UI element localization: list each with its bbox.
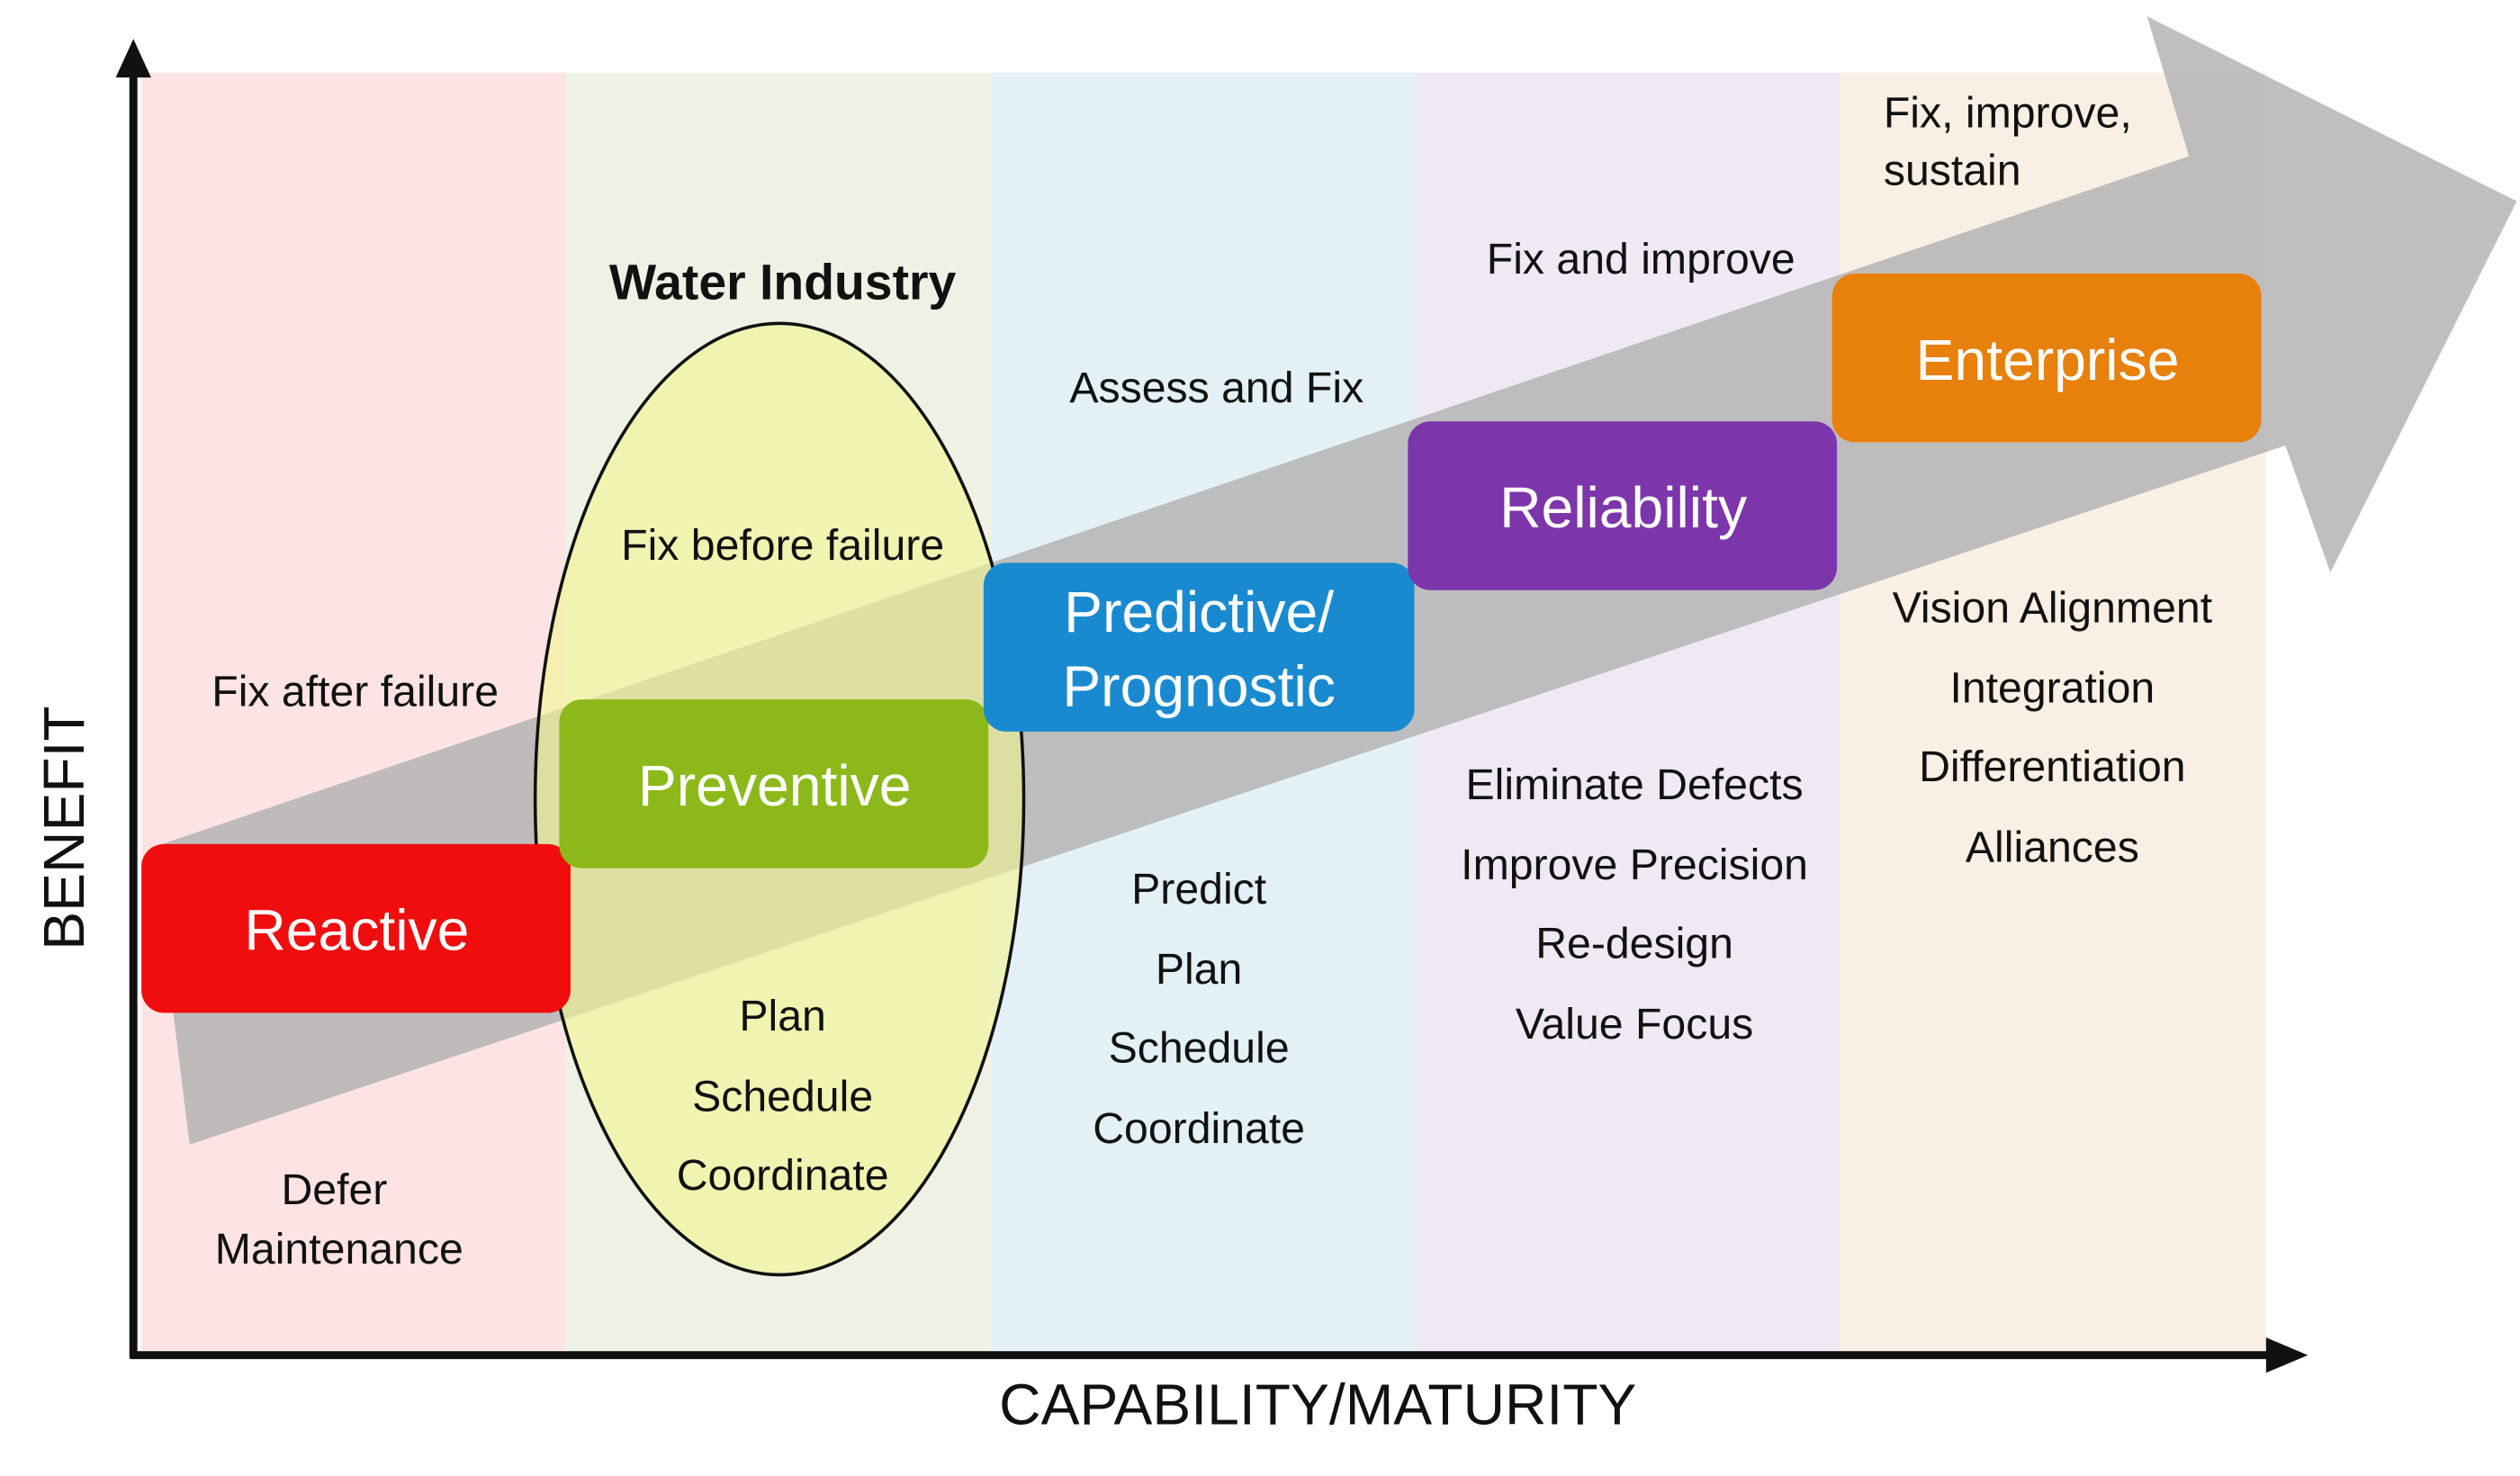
- approach-enterprise-1: Fix, improve,: [1884, 88, 2132, 137]
- activity-reliability-3: Re-design: [1535, 920, 1733, 968]
- band-reactive: [141, 72, 566, 1351]
- x-axis-label: CAPABILITY/MATURITY: [999, 1372, 1636, 1436]
- activity-predictive-4: Coordinate: [1093, 1104, 1305, 1153]
- approach-preventive: Fix before failure: [621, 521, 944, 570]
- stage-box-predictive: [983, 562, 1415, 732]
- activity-reliability-1: Eliminate Defects: [1466, 760, 1804, 809]
- approach-predictive: Assess and Fix: [1069, 364, 1364, 412]
- approach-reactive: Fix after failure: [212, 667, 499, 716]
- activity-reactive-1: Defer: [281, 1166, 387, 1214]
- x-axis-arrowhead-icon: [2265, 1337, 2308, 1373]
- activity-reliability-4: Value Focus: [1516, 1000, 1753, 1048]
- stage-label-enterprise: Enterprise: [1916, 328, 2180, 392]
- activity-enterprise-1: Vision Alignment: [1893, 583, 2213, 632]
- y-axis-arrowhead-icon: [115, 39, 151, 78]
- stage-box-enterprise: [1832, 273, 2262, 443]
- activity-preventive-1: Plan: [739, 992, 825, 1040]
- activity-enterprise-2: Integration: [1949, 664, 2155, 713]
- stage-box-preventive: [559, 699, 989, 868]
- stage-box-reliability: [1408, 421, 1838, 590]
- stage-box-reactive: [141, 843, 571, 1013]
- activity-preventive-2: Schedule: [692, 1072, 873, 1120]
- stage-label-predictive-2: Prognostic: [1062, 653, 1336, 718]
- stage-label-predictive-1: Predictive/: [1064, 580, 1334, 644]
- stage-label-reliability: Reliability: [1499, 475, 1747, 540]
- activity-reliability-2: Improve Precision: [1461, 841, 1808, 889]
- activity-predictive-2: Plan: [1156, 945, 1242, 994]
- stage-label-preventive: Preventive: [638, 753, 912, 818]
- activity-enterprise-3: Differentiation: [1919, 742, 2186, 791]
- stage-label-reactive: Reactive: [244, 898, 469, 963]
- y-axis-label: BENEFIT: [32, 706, 96, 950]
- approach-reliability: Fix and improve: [1487, 235, 1796, 284]
- activity-preventive-3: Coordinate: [677, 1151, 889, 1200]
- activity-reactive-2: Maintenance: [215, 1225, 464, 1274]
- approach-enterprise-2: sustain: [1884, 147, 2021, 195]
- water-industry-title: Water Industry: [609, 255, 957, 310]
- activity-predictive-1: Predict: [1131, 865, 1267, 914]
- activity-enterprise-4: Alliances: [1966, 824, 2139, 872]
- activity-predictive-3: Schedule: [1109, 1024, 1290, 1073]
